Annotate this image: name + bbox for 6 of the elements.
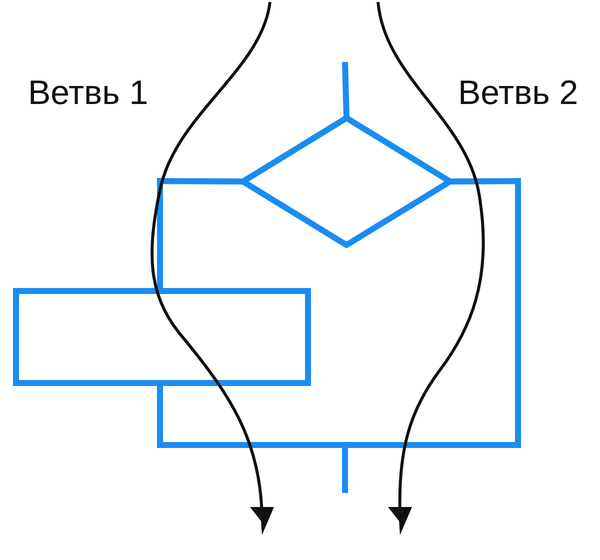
branch-label: Ветвь 1 — [28, 76, 148, 110]
decision-diamond — [240, 115, 453, 248]
process-box — [13, 288, 311, 386]
connector-line — [157, 178, 244, 291]
connector-line — [342, 62, 350, 118]
branch-label: Ветвь 2 — [458, 76, 578, 110]
